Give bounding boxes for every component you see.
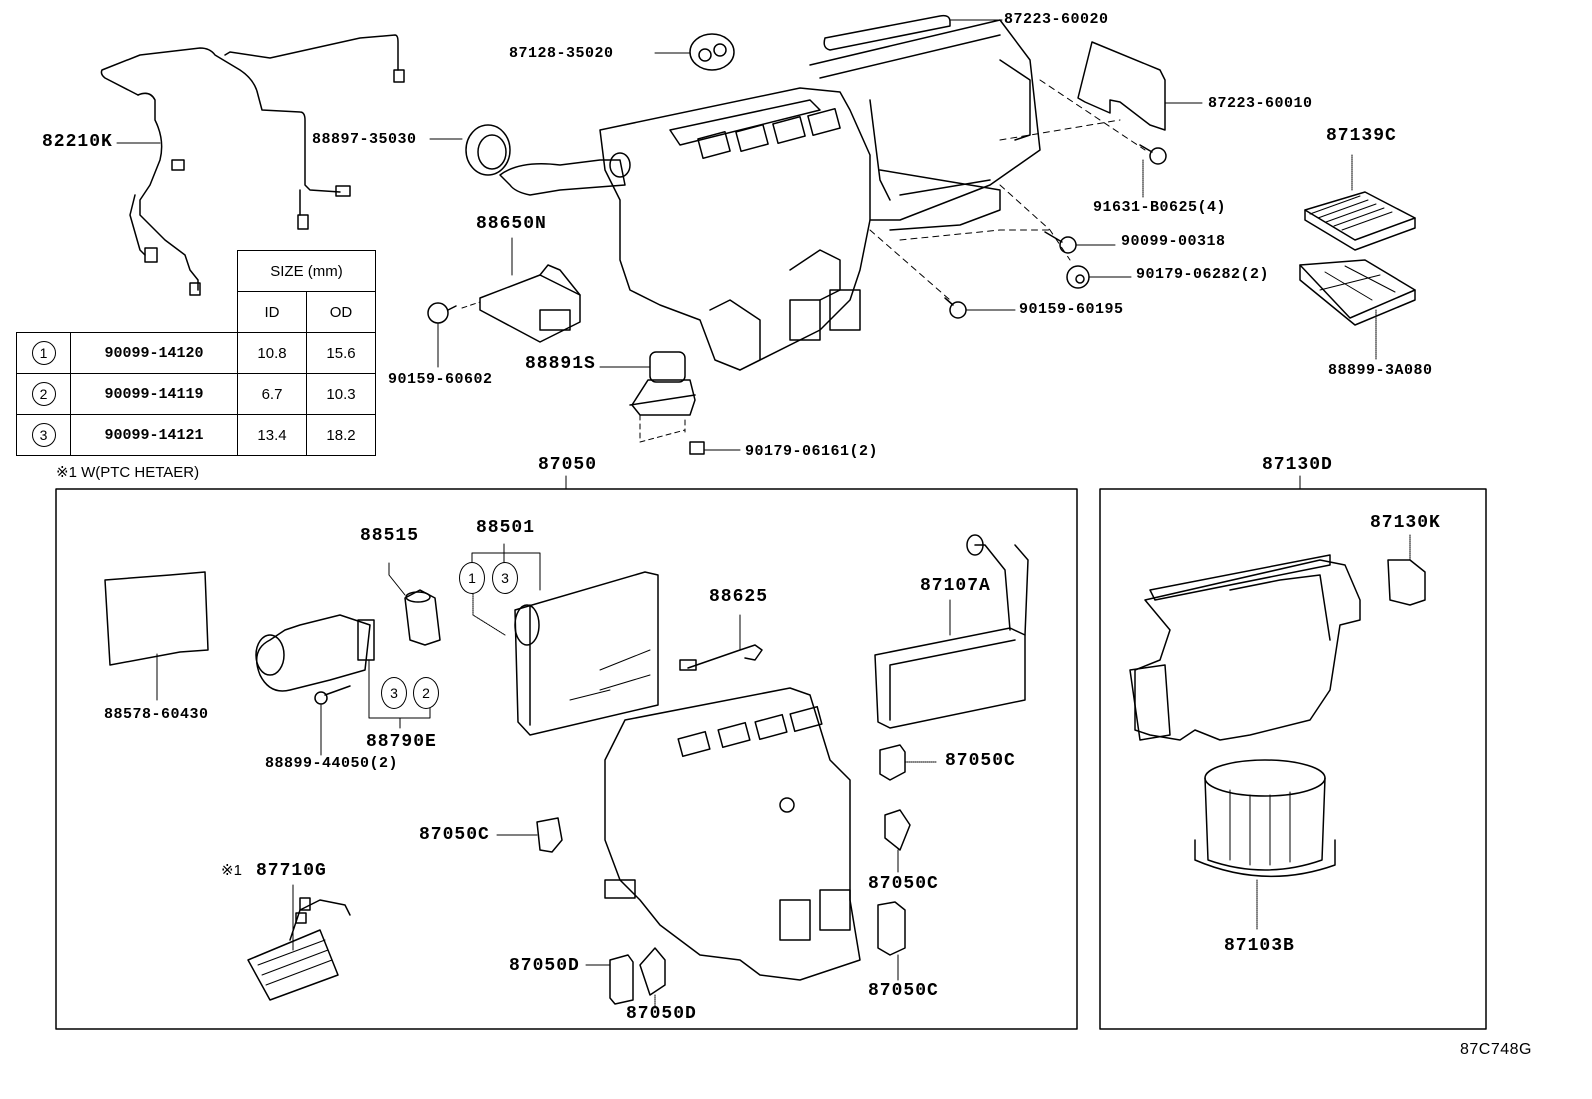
- label-screw-91631[interactable]: 91631-B0625(4): [1093, 199, 1227, 216]
- circle-mark: 2: [413, 677, 439, 709]
- assembly-87130D-frame: [1099, 488, 1487, 1030]
- damper-c3-drawing: [884, 809, 911, 851]
- heater-core-drawing: [874, 534, 1029, 729]
- blower-case-drawing: [1129, 554, 1361, 741]
- label-damper-c2[interactable]: 87050C: [419, 825, 490, 845]
- label-damper-d2[interactable]: 87050D: [626, 1004, 697, 1024]
- circle-mark: 3: [492, 562, 518, 594]
- filter-case-drawing: [1299, 259, 1416, 326]
- size-table-header: SIZE (mm): [237, 250, 376, 292]
- label-bolt-88899[interactable]: 88899-44050(2): [265, 755, 399, 772]
- label-filter-case[interactable]: 88899-3A080: [1328, 362, 1433, 379]
- label-damper-d1[interactable]: 87050D: [509, 956, 580, 976]
- size-table-od: 10.3: [306, 373, 376, 415]
- seal-side-drawing: [1077, 41, 1166, 131]
- label-blower-servo[interactable]: 87130K: [1370, 513, 1441, 533]
- size-table-part[interactable]: 90099-14119: [70, 373, 238, 415]
- ptc-heater-mark: ※1: [221, 862, 242, 879]
- blower-servo-drawing: [1387, 559, 1426, 606]
- label-seal-top[interactable]: 87223-60020: [1004, 11, 1109, 28]
- thermistor-drawing: [679, 644, 763, 671]
- hvac-unit-main-drawing: [499, 19, 1041, 371]
- bolt-drawing: [1044, 231, 1077, 254]
- size-table-col-od: OD: [306, 291, 376, 333]
- label-damper-c4[interactable]: 87050C: [868, 981, 939, 1001]
- label-damper-c1[interactable]: 87050C: [945, 751, 1016, 771]
- damper-c2-drawing: [536, 817, 563, 853]
- blower-motor-drawing: [1194, 759, 1336, 878]
- assembly-87050-frame: [55, 488, 1078, 1030]
- size-table-id: 10.8: [237, 332, 307, 374]
- size-table-row: 2 90099-14119 6.7 10.3: [16, 373, 376, 415]
- label-seal-side[interactable]: 87223-60010: [1208, 95, 1313, 112]
- hose-size-table: SIZE (mm) ID OD 1 90099-14120 10.8 15.6 …: [16, 250, 376, 456]
- wire-harness-drawing: [100, 34, 405, 296]
- label-nut-90179-b[interactable]: 90179-06161(2): [745, 443, 879, 460]
- circle-mark: 3: [31, 423, 56, 447]
- pad-ring-drawing: [465, 124, 511, 176]
- label-tube[interactable]: 88790E: [366, 732, 437, 752]
- size-table-col-id: ID: [237, 291, 307, 333]
- label-blower-motor[interactable]: 87103B: [1224, 936, 1295, 956]
- damper-c4-drawing: [877, 901, 906, 956]
- circle-mark: 1: [31, 341, 56, 365]
- label-damper-c3[interactable]: 87050C: [868, 874, 939, 894]
- tube-drawing: [255, 614, 375, 692]
- amplifier-drawing: [479, 264, 581, 343]
- label-ptc-heater[interactable]: 87710G: [256, 861, 327, 881]
- label-wire-harness[interactable]: 82210K: [42, 132, 113, 152]
- size-table-id: 13.4: [237, 414, 307, 456]
- pad-88578-drawing: [104, 571, 209, 666]
- label-servo[interactable]: 88891S: [525, 354, 596, 374]
- label-bolt-90159-b[interactable]: 90159-60602: [388, 371, 493, 388]
- label-bolt-90099[interactable]: 90099-00318: [1121, 233, 1226, 250]
- assembly-87050-title[interactable]: 87050: [538, 455, 598, 475]
- label-nut-90179-a[interactable]: 90179-06282(2): [1136, 266, 1270, 283]
- diagram-reference-code: 87C748G: [1460, 1041, 1532, 1058]
- circle-mark: 3: [381, 677, 407, 709]
- seal-top-drawing: [823, 14, 951, 51]
- damper-c1-drawing: [879, 744, 906, 781]
- label-pad-88897[interactable]: 88897-35030: [312, 131, 417, 148]
- circle-mark: 2: [31, 382, 56, 406]
- damper-d2-drawing: [639, 947, 666, 996]
- ptc-heater-drawing: [247, 897, 351, 1001]
- label-pad-88578[interactable]: 88578-60430: [104, 706, 209, 723]
- damper-d1-drawing: [609, 954, 634, 1005]
- grommet-drawing: [689, 33, 735, 71]
- label-grommet[interactable]: 87128-35020: [509, 45, 614, 62]
- evaporator-drawing: [514, 571, 659, 736]
- expansion-valve-drawing: [404, 589, 441, 646]
- label-amplifier[interactable]: 88650N: [476, 214, 547, 234]
- size-table-part[interactable]: 90099-14120: [70, 332, 238, 374]
- size-table-id: 6.7: [237, 373, 307, 415]
- bolt-90159-drawing: [427, 302, 457, 324]
- servo-motor-drawing: [629, 351, 696, 416]
- size-table-od: 18.2: [306, 414, 376, 456]
- ptc-heater-note: ※1 W(PTC HETAER): [56, 464, 200, 481]
- screw-drawing: [1139, 144, 1167, 165]
- size-table-row: 3 90099-14121 13.4 18.2: [16, 414, 376, 456]
- bolt-drawing-b: [944, 297, 967, 319]
- nut-drawing: [1066, 265, 1090, 289]
- label-heater-core[interactable]: 87107A: [920, 576, 991, 596]
- label-bolt-90159-a[interactable]: 90159-60195: [1019, 301, 1124, 318]
- size-table-row: 1 90099-14120 10.8 15.6: [16, 332, 376, 374]
- filter-drawing: [1304, 191, 1416, 251]
- label-filter[interactable]: 87139C: [1326, 126, 1397, 146]
- label-valve[interactable]: 88515: [360, 526, 420, 546]
- assembly-87130D-title[interactable]: 87130D: [1262, 455, 1333, 475]
- circle-mark: 1: [459, 562, 485, 594]
- label-thermistor[interactable]: 88625: [709, 587, 769, 607]
- size-table-part[interactable]: 90099-14121: [70, 414, 238, 456]
- size-table-od: 15.6: [306, 332, 376, 374]
- label-evaporator[interactable]: 88501: [476, 518, 536, 538]
- nut-90179-b-drawing: [689, 441, 705, 455]
- bolt-88899-drawing: [314, 685, 351, 705]
- hvac-case-drawing: [604, 687, 861, 981]
